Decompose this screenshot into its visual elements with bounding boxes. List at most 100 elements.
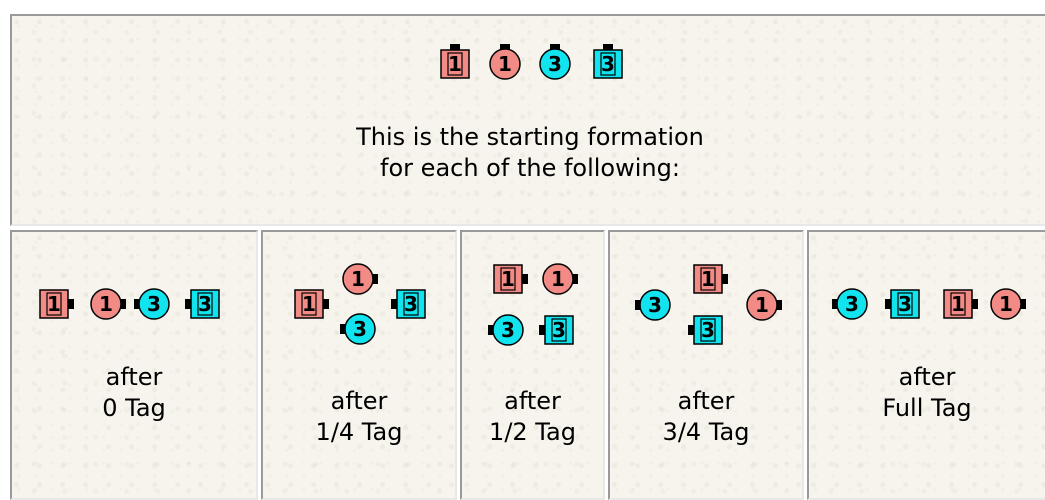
nose-marker	[323, 299, 329, 309]
caption-line-1: This is the starting formation	[356, 123, 704, 151]
dancer-body	[342, 263, 378, 295]
dancer-square-1: 1	[493, 264, 528, 294]
dancer-number-frame	[301, 292, 317, 316]
dancer-square-1: 1	[294, 289, 329, 319]
dancer-number-frame	[600, 52, 616, 76]
dancer-number: 1	[701, 267, 715, 291]
dancer-number: 3	[701, 318, 715, 342]
dancer-square-1: 1	[693, 264, 728, 294]
dancer-circle-1: 1	[542, 263, 578, 295]
dancer-square-3: 3	[688, 315, 723, 345]
panel-caption: after 1/4 Tag	[263, 386, 455, 448]
caption-line-2: 0 Tag	[102, 394, 166, 422]
dancer-circle	[489, 48, 521, 80]
dancer-body	[832, 288, 868, 320]
dancer-number-frame	[500, 267, 516, 291]
dancer-circle	[138, 288, 170, 320]
dancer-number-frame	[197, 292, 213, 316]
dancer-body	[539, 44, 571, 80]
nose-marker	[688, 325, 694, 335]
dancer-number: 3	[548, 52, 562, 76]
panel-full-tag-diagram: 3 3 1 1	[832, 288, 1026, 320]
dancer-circle-1: 1	[489, 44, 521, 80]
dancer-number-frame	[447, 52, 463, 76]
caption-line-1: after	[898, 363, 956, 391]
dancer-circle-3: 3	[340, 313, 376, 345]
dancer-body	[440, 44, 470, 79]
dancer-number-frame	[897, 292, 913, 316]
caption-line-2: for each of the following:	[380, 154, 680, 182]
caption-line-1: after	[105, 363, 163, 391]
dancer-body	[90, 288, 126, 320]
dancer-number-frame	[700, 267, 716, 291]
dancer-square-3: 3	[185, 289, 220, 319]
dancer-number: 3	[404, 292, 418, 316]
nose-marker	[722, 274, 728, 284]
nose-marker	[450, 44, 460, 50]
starting-formation-diagram: 1 1 3 3	[440, 44, 623, 80]
dancer-number: 3	[552, 318, 566, 342]
nose-marker	[185, 299, 191, 309]
nose-marker	[885, 299, 891, 309]
dancer-number-frame	[551, 318, 567, 342]
dancer-circle	[836, 288, 868, 320]
dancer-circle-3: 3	[635, 289, 671, 321]
panel-quarter-tag: 1 1 3 3 after 1/4 Tag	[261, 230, 457, 500]
dancer-square-3: 3	[391, 289, 426, 319]
dancer-number-frame	[700, 318, 716, 342]
dancer-circle-1: 1	[90, 288, 126, 320]
caption-line-2: 1/2 Tag	[489, 418, 576, 446]
dancer-circle-3: 3	[539, 44, 571, 80]
dancer-number: 3	[147, 292, 161, 316]
dancer-number: 1	[551, 267, 565, 291]
dancer-square	[440, 49, 470, 79]
dancer-circle	[344, 313, 376, 345]
dancer-square-1: 1	[943, 289, 978, 319]
dancer-square-3: 3	[539, 315, 574, 345]
dancer-circle	[342, 263, 374, 295]
dancer-circle	[746, 289, 778, 321]
dancer-circle-1: 1	[990, 288, 1026, 320]
dancer-circle	[492, 314, 524, 346]
dancer-body	[746, 289, 782, 321]
nose-marker	[539, 325, 545, 335]
dancer-number: 1	[951, 292, 965, 316]
starting-formation-caption: This is the starting formation for each …	[12, 122, 1045, 184]
panel-three-quarter-tag: 3 1 3 1 after 3/4 Tag	[608, 230, 804, 500]
panel-caption: after 3/4 Tag	[610, 386, 802, 448]
dancer-number: 3	[501, 318, 515, 342]
dancer-square-3: 3	[593, 44, 623, 79]
panel-caption: after 1/2 Tag	[462, 386, 603, 448]
panel-full-tag: 3 3 1 1 after Full Tag	[807, 230, 1045, 500]
dancer-circle-3: 3	[832, 288, 868, 320]
dancer-number: 3	[845, 292, 859, 316]
caption-line-1: after	[330, 387, 388, 415]
dancer-number: 1	[99, 292, 113, 316]
dancer-number: 3	[898, 292, 912, 316]
dancer-circle-1: 1	[746, 289, 782, 321]
dancer-body	[488, 314, 524, 346]
caption-line-2: Full Tag	[882, 394, 972, 422]
panel-0-tag-diagram: 1 1 3 3	[39, 288, 220, 320]
dancer-number: 1	[999, 292, 1013, 316]
nose-marker	[522, 274, 528, 284]
dancer-number: 1	[498, 52, 512, 76]
panel-caption: after 0 Tag	[12, 362, 256, 424]
dancer-circle-3: 3	[134, 288, 170, 320]
dancer-body	[340, 313, 376, 345]
dancer-number-frame	[46, 292, 62, 316]
dancer-number-frame	[950, 292, 966, 316]
nose-marker	[550, 44, 560, 51]
dancer-circle	[90, 288, 122, 320]
dancer-number: 3	[601, 52, 615, 76]
dancer-number: 3	[353, 317, 367, 341]
dancer-body	[593, 44, 623, 79]
starting-formation-panel: 1 1 3 3 This is the starting formation f…	[10, 14, 1045, 226]
dancer-circle	[539, 48, 571, 80]
dancer-number: 1	[448, 52, 462, 76]
dancer-body	[990, 288, 1026, 320]
dancer-body	[134, 288, 170, 320]
dancer-square-1: 1	[39, 289, 74, 319]
caption-line-2: 1/4 Tag	[315, 418, 403, 446]
dancer-square-1: 1	[440, 44, 470, 79]
